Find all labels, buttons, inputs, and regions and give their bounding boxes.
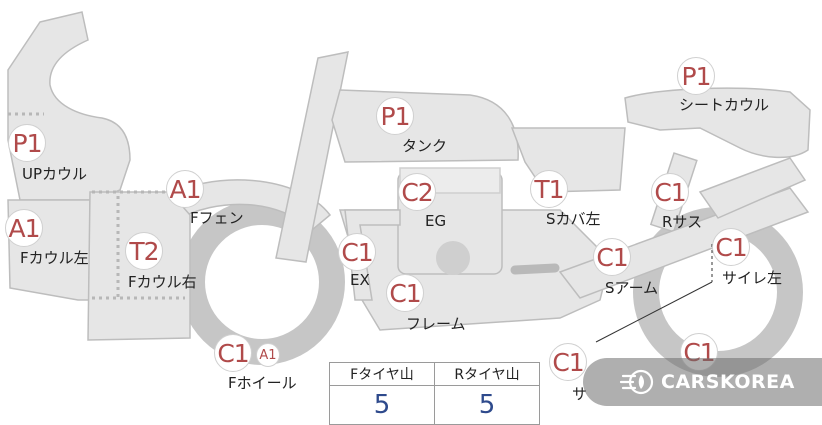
grade-badge-frame: C1 — [386, 274, 424, 312]
grade-badge-exhaust: C1 — [338, 233, 376, 271]
grade-badge-front-cowl-right: T2 — [125, 232, 163, 270]
engine-detail — [436, 241, 470, 275]
grade-badge-rear-suspension: C1 — [651, 173, 689, 211]
carskorea-watermark: CARSKOREA — [583, 358, 822, 406]
part-label-swing-arm: Sアーム — [605, 279, 659, 297]
part-label-upper-cowl: UPカウル — [22, 165, 88, 183]
front-tire-value: 5 — [329, 385, 435, 425]
silencer-left — [698, 157, 807, 219]
grade-badge-engine: C2 — [398, 173, 436, 211]
grade-badge-tank: P1 — [376, 97, 414, 135]
front-fork — [275, 51, 349, 263]
part-label-seat-cowl: シートカウル — [679, 96, 770, 114]
part-label-tank: タンク — [402, 137, 448, 155]
part-label-engine: EG — [425, 212, 447, 230]
tire-tread-table: Fタイヤ山 Rタイヤ山 5 5 — [329, 362, 540, 425]
grade-badge-front-fender: A1 — [166, 170, 204, 208]
exhaust-pipe — [344, 209, 401, 301]
grade-badge-silencer-left: C1 — [712, 228, 750, 266]
grade-badge-swing-arm: C1 — [593, 238, 631, 276]
part-label-front-wheel: Fホイール — [228, 374, 297, 392]
flame-logo-icon — [619, 369, 654, 395]
part-label-silencer-left: サイレ左 — [722, 269, 783, 287]
front-tire-label: Fタイヤ山 — [329, 362, 435, 386]
rear-tire-value: 5 — [434, 385, 540, 425]
seat-cowl — [624, 87, 811, 159]
part-label-exhaust: EX — [350, 271, 370, 289]
part-label-front-fender: Fフェン — [190, 209, 244, 227]
grade-badge-lower-part: C1 — [549, 343, 587, 381]
grade-badge-front-wheel: C1 — [214, 334, 252, 372]
rear-tire-label: Rタイヤ山 — [434, 362, 540, 386]
grade-badge-front-cowl-left: A1 — [5, 209, 43, 247]
leader-line — [595, 281, 713, 343]
part-label-front-cowl-right: Fカウル右 — [128, 273, 197, 291]
grade-badge-seat-cowl: P1 — [677, 57, 715, 95]
grade-badge-front-wheel-extra: A1 — [256, 343, 280, 367]
part-label-rear-suspension: Rサス — [662, 213, 703, 231]
side-cover-left — [510, 127, 626, 193]
grade-badge-upper-cowl: P1 — [8, 124, 46, 162]
grade-badge-side-cover-left: T1 — [530, 170, 568, 208]
part-label-side-cover-left: Sカバ左 — [546, 210, 601, 228]
kickstand — [510, 263, 560, 275]
watermark-text: CARSKOREA — [661, 371, 795, 393]
part-label-front-cowl-left: Fカウル左 — [20, 249, 89, 267]
part-label-frame: フレーム — [406, 315, 466, 333]
